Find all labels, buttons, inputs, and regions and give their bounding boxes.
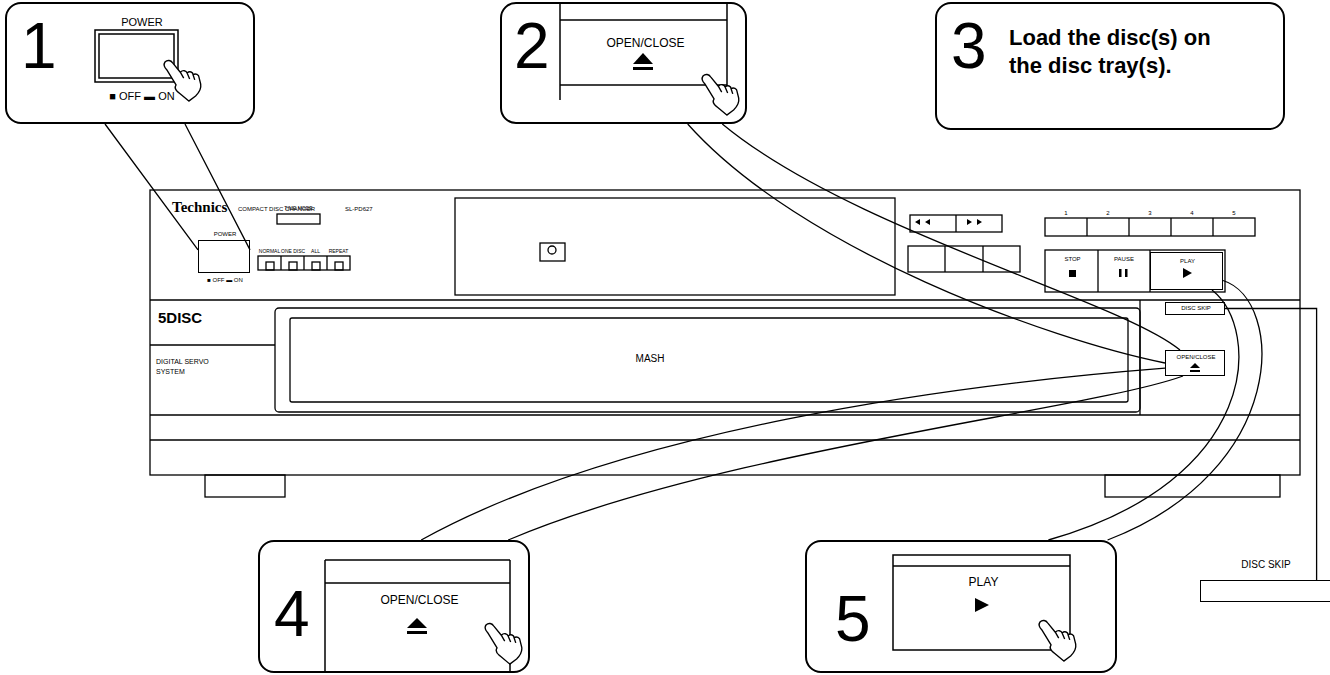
- button-detail: DISC SKIP: [1200, 580, 1330, 602]
- panel-label: DISC SKIP: [1166, 305, 1226, 311]
- callout-button-drawings: [95, 4, 1070, 672]
- button-label: DISC SKIP: [1211, 559, 1321, 571]
- instruction-text: Load the disc(s) on the disc tray(s).: [1009, 24, 1249, 79]
- pointing-hands: [164, 60, 1076, 664]
- step-number: 4: [274, 582, 310, 646]
- button-symbols: [407, 53, 989, 634]
- panel-label: POWER: [195, 231, 255, 237]
- disc-number: 2: [1098, 210, 1118, 217]
- disc-number: 5: [1224, 210, 1244, 217]
- panel-label: DIGITAL SERVO SYSTEM: [156, 357, 218, 377]
- step-callout: 3 Load the disc(s) on the disc tray(s).: [935, 2, 1285, 130]
- leader-line: [1225, 309, 1317, 581]
- step-callout: 5 PLAY: [805, 540, 1117, 673]
- leader-line: [688, 124, 1180, 363]
- step-callout: 4 OPEN/CLOSE: [258, 540, 530, 673]
- panel-label: REPEAT: [327, 249, 350, 255]
- panel-label: 5DISC: [158, 309, 202, 326]
- button-label: OPEN/CLOSE: [562, 37, 729, 51]
- step-callout: 2 OPEN/CLOSE: [500, 2, 747, 124]
- panel-label: ■ OFF ▬ ON: [191, 277, 259, 283]
- step-number: 3: [951, 14, 987, 78]
- disc-number: 3: [1140, 210, 1160, 217]
- step-number: 1: [21, 14, 57, 78]
- panel-button: OPEN/CLOSE: [1165, 350, 1225, 376]
- panel-button: PLAY: [1150, 252, 1223, 290]
- disc-number: 4: [1182, 210, 1202, 217]
- switch-label: ■ OFF ▬ ON: [92, 90, 192, 103]
- leader-line: [421, 368, 1183, 540]
- button-label: OPEN/CLOSE: [327, 594, 512, 608]
- panel-label: NORMAL: [258, 249, 281, 255]
- button-label: PLAY: [895, 576, 1072, 590]
- panel-button: DISC SKIP: [1165, 302, 1225, 315]
- disc-number: 1: [1056, 210, 1076, 217]
- panel-label: PLAY: [1151, 258, 1224, 264]
- leader-line: [1048, 281, 1261, 541]
- step-number: 5: [835, 587, 871, 651]
- model-label: SL-PD627: [345, 206, 373, 213]
- panel-label: ALL: [304, 249, 327, 255]
- device-body: [150, 190, 1300, 497]
- panel-label: OPEN/CLOSE: [1166, 354, 1226, 360]
- tray-label: MASH: [610, 353, 690, 365]
- panel-button: POWER■ OFF ▬ ON: [198, 240, 250, 273]
- step-number: 2: [514, 14, 550, 78]
- panel-label: PAUSE: [1098, 256, 1150, 263]
- step-callout: 1 POWER ■ OFF ▬ ON: [5, 2, 255, 124]
- brand-logo: Technics: [172, 199, 227, 216]
- panel-symbols: [915, 219, 1200, 372]
- panel-label: ONE DISC: [281, 249, 304, 255]
- panel-label: TIME MODE: [277, 206, 320, 212]
- button-label: POWER: [92, 16, 192, 29]
- panel-label: STOP: [1047, 256, 1098, 263]
